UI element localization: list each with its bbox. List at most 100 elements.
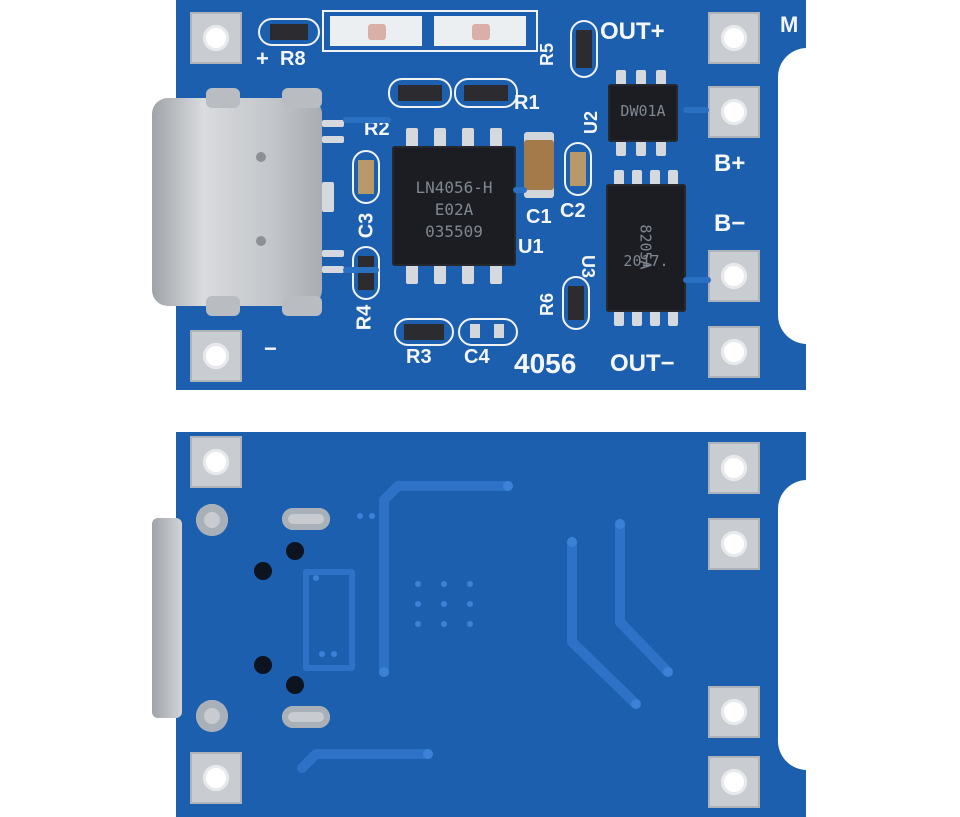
capacitor-c3 xyxy=(352,150,380,204)
u1-pin xyxy=(490,262,502,284)
u1-pin xyxy=(434,128,446,150)
usb-c-pin xyxy=(322,136,344,143)
hole xyxy=(254,562,272,580)
pad-b-minus xyxy=(708,250,760,302)
u3-pin xyxy=(650,310,660,326)
u1-pin xyxy=(406,262,418,284)
usb-c-edge xyxy=(152,518,182,718)
u2-pin xyxy=(656,140,666,156)
resistor-r3 xyxy=(394,318,454,346)
pad-bottom-right xyxy=(708,686,760,738)
pad-bottom-right xyxy=(708,518,760,570)
chip-u1-line2: E02A xyxy=(434,200,474,219)
label-r3: R3 xyxy=(406,346,432,368)
u2-pin xyxy=(616,140,626,156)
chip-u1-line3: 035509 xyxy=(425,222,483,241)
u3-pin xyxy=(632,310,642,326)
usb-c-tab xyxy=(282,88,322,108)
mount-pad xyxy=(196,504,228,536)
resistor-r5 xyxy=(570,20,598,78)
u1-pin xyxy=(462,128,474,150)
u2-pin xyxy=(636,140,646,156)
capacitor-c2-body xyxy=(570,152,586,186)
label-c4: C4 xyxy=(464,346,490,368)
led-red-die xyxy=(368,24,386,40)
resistor-r8 xyxy=(258,18,320,46)
usb-c-pin xyxy=(322,250,344,257)
label-b-minus: B− xyxy=(714,210,746,237)
capacitor-c4-end-left xyxy=(470,324,480,338)
u1-pin xyxy=(434,262,446,284)
u3-pin xyxy=(614,170,624,186)
board-notch xyxy=(778,480,836,770)
resistor-r2 xyxy=(388,78,452,108)
label-minus: − xyxy=(264,336,277,361)
pad-out-minus xyxy=(708,326,760,378)
slot-pad xyxy=(282,508,330,530)
top-traces xyxy=(343,107,711,283)
u2-pin xyxy=(656,70,666,86)
pad-bottom-right xyxy=(708,756,760,808)
u1-pin xyxy=(406,128,418,150)
u2-pin xyxy=(636,70,646,86)
u3-pin xyxy=(650,170,660,186)
usb-c-pin xyxy=(322,182,334,212)
chip-u2 xyxy=(608,84,678,142)
usb-c-dimple xyxy=(256,236,266,246)
label-out-plus: OUT+ xyxy=(600,18,665,45)
pcb-top: M + R8 R5 OUT+ R1 R2 U2 B+ B− C1 C2 C3 U… xyxy=(152,0,836,390)
resistor-r1 xyxy=(454,78,518,108)
pad-bottom-right xyxy=(708,442,760,494)
pad-plus xyxy=(190,12,242,64)
resistor-r1-body xyxy=(464,85,508,101)
label-r8: R8 xyxy=(280,48,306,70)
bottom-traces xyxy=(297,481,673,773)
u1-pin xyxy=(490,128,502,150)
resistor-r2-body xyxy=(398,85,442,101)
led-green-die xyxy=(472,24,490,40)
label-r1: R1 xyxy=(514,92,540,114)
capacitor-c4 xyxy=(458,318,518,346)
usb-c-pin xyxy=(322,120,344,127)
pad-out-plus xyxy=(708,12,760,64)
u3-pin xyxy=(632,170,642,186)
u3-pin xyxy=(668,170,678,186)
capacitor-c2 xyxy=(564,142,592,196)
pcb-bottom xyxy=(152,432,836,817)
label-out-minus: OUT− xyxy=(610,350,675,377)
resistor-r8-body xyxy=(270,24,308,40)
pad-bottom-left-top xyxy=(190,436,242,488)
usb-c-tab xyxy=(282,296,322,316)
chip-u2-marking: DW01A xyxy=(620,102,666,120)
capacitor-c3-body xyxy=(358,160,374,194)
usb-c-shell xyxy=(152,98,322,306)
u2-pin xyxy=(616,70,626,86)
capacitor-c1 xyxy=(524,140,554,190)
u3-pin xyxy=(614,310,624,326)
slot-pad xyxy=(282,706,330,728)
label-b-plus: B+ xyxy=(714,150,746,177)
usb-c-pin xyxy=(322,266,344,273)
hole xyxy=(254,656,272,674)
label-r2: R2 xyxy=(364,118,390,140)
resistor-r6 xyxy=(562,276,590,330)
label-m: M xyxy=(780,12,799,37)
label-plus: + xyxy=(256,46,269,71)
mount-pad xyxy=(196,700,228,732)
chip-u3 xyxy=(606,184,686,312)
hole xyxy=(286,542,304,560)
u3-pin xyxy=(668,310,678,326)
chip-u1-line1: LN4056-H xyxy=(415,178,493,197)
u1-pin xyxy=(462,262,474,284)
label-c1: C1 xyxy=(526,206,552,228)
chip-u3-line2: 2017. xyxy=(623,252,669,270)
capacitor-c4-end-right xyxy=(494,324,504,338)
resistor-r5-body xyxy=(576,30,592,68)
label-model: 4056 xyxy=(514,348,577,379)
board-notch xyxy=(778,48,836,344)
resistor-r3-body xyxy=(404,324,444,340)
label-c2: C2 xyxy=(560,200,586,222)
pad-b-plus xyxy=(708,86,760,138)
resistor-r6-body xyxy=(568,286,584,320)
usb-c-tab xyxy=(206,88,240,108)
